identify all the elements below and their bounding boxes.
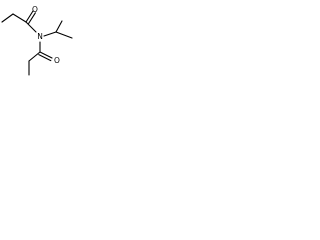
bond-top-carbonyl-b: [28, 12, 36, 25]
molecule-structure: O N O: [1, 5, 73, 76]
bond-top-carbonyl-n: [25, 21, 37, 33]
atom-oxygen-bottom: O: [54, 56, 60, 65]
bond-bottom-carbonyl-a: [39, 51, 53, 59]
bond-ethyl-top-ch2-co: [12, 13, 27, 23]
bond-n-isopropyl: [43, 31, 57, 37]
bond-isopropyl-methyl-up: [55, 20, 63, 33]
bond-bottom-co-ch2: [28, 51, 41, 62]
bond-ethyl-top-ch3-ch2: [1, 13, 14, 23]
bond-isopropyl-methyl-right: [55, 31, 73, 39]
bond-bottom-carbonyl-b: [38, 54, 52, 62]
atom-oxygen-top: O: [32, 5, 38, 14]
atom-nitrogen: N: [37, 32, 43, 41]
bond-top-carbonyl-a: [25, 10, 34, 23]
